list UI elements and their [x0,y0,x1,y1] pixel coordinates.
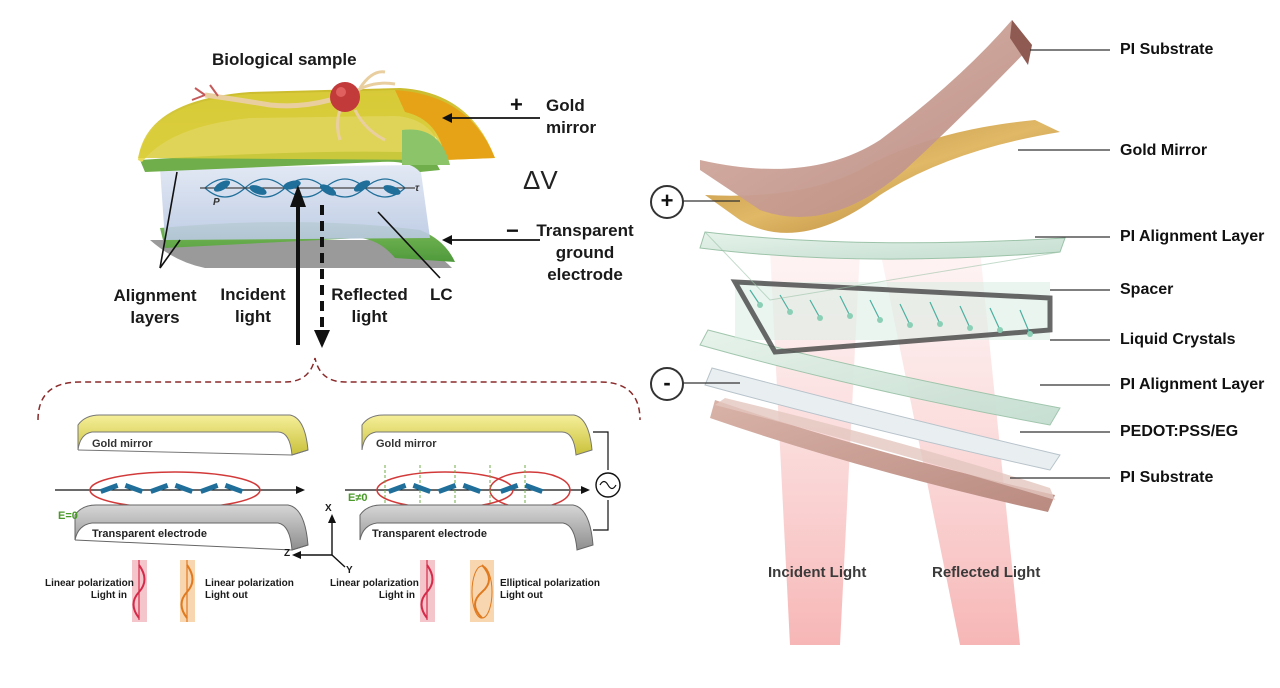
plus-terminal-icon: + [650,185,684,219]
right-field-label: E≠0 [348,492,368,504]
delta-v-label: ΔV [523,165,558,195]
pedot-layer [704,367,1061,471]
left-light-in-line2: Light in [90,590,127,601]
bottom-pi-alignment [699,329,1061,426]
alignment-layers-line2: layers [130,308,180,327]
panel-e0 [55,414,309,622]
ground-minus-sign: − [506,218,519,243]
bottom-pi-substrate [710,400,1055,512]
layer-label-gold-mirror: Gold Mirror [1120,142,1208,159]
left-light-in-label: Linear polarization Light in [45,578,134,602]
left-light-out-line2: Light out [205,590,248,601]
lc-label: LC [430,285,453,304]
tau-symbol: τ [415,183,420,194]
left-gold-mirror-label: Gold mirror [92,438,153,450]
minus-terminal-icon: - [650,367,684,401]
alignment-layers-label: Alignment layers [105,285,205,329]
top-pi-alignment [699,231,1066,260]
axis-y-label: Y [346,565,353,576]
gold-mirror-label-line2: mirror [546,118,597,137]
right-light-in-label: Linear polarization Light in [330,578,419,602]
exploded-stack [682,20,1110,645]
gold-mirror-plus-sign: + [510,92,523,117]
device-schematic [138,70,540,348]
right-light-out-line2: Light out [500,590,543,601]
incident-light-bottom-label: Incident Light [768,564,867,581]
left-light-out-line1: Linear polarization [205,578,294,589]
incident-light-line2: light [235,307,271,326]
alignment-layers-line1: Alignment [113,286,197,305]
right-light-out-label: Elliptical polarization Light out [500,578,600,602]
layer-label-pi-alignment-top: PI Alignment Layer [1120,228,1265,245]
gold-mirror-label: Gold mirror [546,95,596,139]
axis-z-label: Z [284,548,291,559]
layer-label-pedot: PEDOT:PSS/EG [1120,423,1239,440]
right-transparent-electrode-label: Transparent electrode [372,528,487,540]
ground-electrode-label: Transparent ground electrode [530,220,640,286]
reflected-light-label: Reflected light [322,284,417,328]
zoom-brace [37,357,641,421]
layer-label-pi-substrate-bottom: PI Substrate [1120,469,1214,486]
axes-triad [292,514,346,568]
incident-light-line1: Incident [220,285,286,304]
right-light-in-line1: Linear polarization [330,578,419,589]
lc-molecules [213,180,401,196]
layer-label-pi-substrate-top: PI Substrate [1120,41,1214,58]
ground-electrode-line1: Transparent [536,221,634,240]
biological-sample-neuron [191,70,396,142]
top-pi-substrate [700,20,1032,217]
incident-light-label: Incident light [208,284,298,328]
left-light-out-label: Linear polarization Light out [205,578,294,602]
left-light-in-line1: Linear polarization [45,578,134,589]
left-transparent-electrode-label: Transparent electrode [92,528,207,540]
ground-electrode-base [150,240,452,268]
gold-mirror-edge [395,90,495,160]
panel-e-nonzero [345,414,621,622]
right-light-out-line1: Elliptical polarization [500,578,601,589]
reflected-light-line1: Reflected [331,285,408,304]
right-gold-mirror-label: Gold mirror [376,438,437,450]
biological-sample-label: Biological sample [212,50,357,69]
reflected-light-line2: light [351,307,388,326]
axis-x-label: X [325,503,332,514]
left-field-label: E=0 [58,510,78,522]
right-light-in-line2: Light in [378,590,415,601]
layer-label-spacer: Spacer [1120,281,1174,298]
ground-electrode-line3: electrode [547,265,623,284]
layer-label-liquid-crystals: Liquid Crystals [1120,331,1236,348]
leader-lines [682,49,1110,479]
gold-mirror-label-line1: Gold [546,96,585,115]
liquid-crystal-array [730,279,1053,355]
ground-electrode-line2: ground [555,243,615,262]
reflected-light-bottom-label: Reflected Light [932,564,1041,581]
layer-label-pi-alignment-bottom: PI Alignment Layer [1120,376,1265,393]
p-symbol: P [213,197,220,208]
